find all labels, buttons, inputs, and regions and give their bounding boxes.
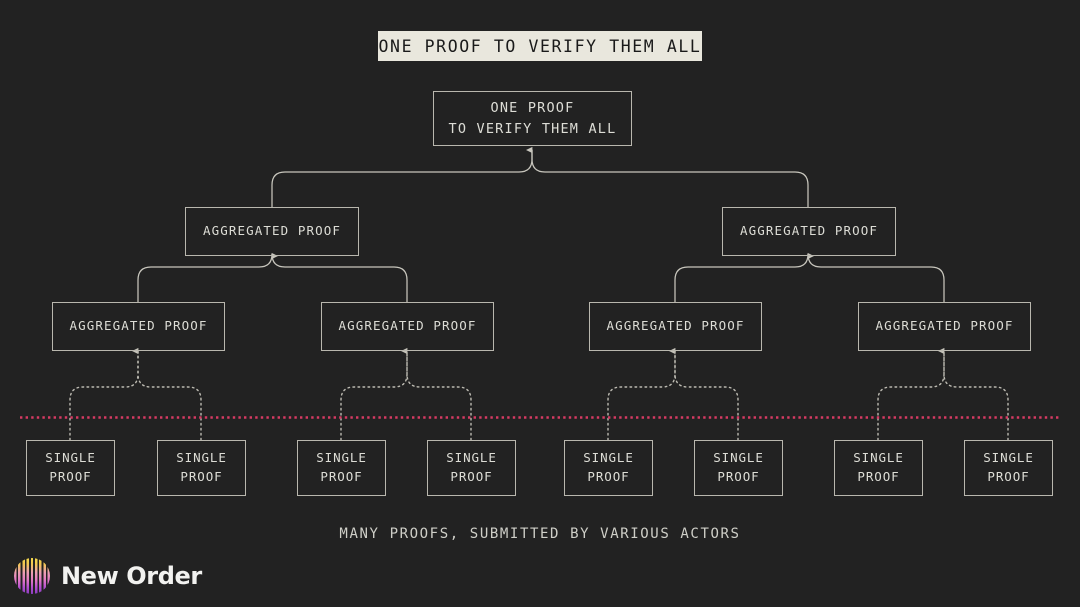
node-aggregated-proof-l2-1[interactable]: AGGREGATED PROOF [185, 207, 359, 256]
node-single-proof-3[interactable]: SINGLE PROOF [297, 440, 386, 496]
node-single-proof-5[interactable]: SINGLE PROOF [564, 440, 653, 496]
node-aggregated-proof-l2-2[interactable]: AGGREGATED PROOF [722, 207, 896, 256]
connector-leaves-to-level3 [69, 347, 1009, 441]
node-line1: SINGLE [45, 450, 96, 466]
new-order-logo-icon [14, 558, 50, 594]
node-aggregated-proof-l3-1[interactable]: AGGREGATED PROOF [52, 302, 225, 351]
node-single-proof-1[interactable]: SINGLE PROOF [26, 440, 115, 496]
node-line1: SINGLE [853, 450, 904, 466]
node-line2: PROOF [320, 469, 363, 484]
node-line1: SINGLE [176, 450, 227, 466]
node-single-proof-2[interactable]: SINGLE PROOF [157, 440, 246, 496]
connector-root-to-level2 [271, 146, 809, 208]
node-line2: PROOF [857, 469, 900, 484]
node-aggregated-proof-l3-4[interactable]: AGGREGATED PROOF [858, 302, 1031, 351]
logo-stripes [14, 558, 50, 594]
node-root-line1: ONE PROOF [490, 100, 575, 117]
node-line2: PROOF [180, 469, 223, 484]
node-aggregated-proof-l3-2[interactable]: AGGREGATED PROOF [321, 302, 494, 351]
connector-level2-right-to-level3 [674, 252, 945, 303]
brand-logo: New Order [14, 558, 202, 594]
node-line1: SINGLE [713, 450, 764, 466]
node-line1: SINGLE [446, 450, 497, 466]
node-line1: SINGLE [983, 450, 1034, 466]
node-label: AGGREGATED PROOF [875, 318, 1014, 334]
node-label: AGGREGATED PROOF [606, 318, 745, 334]
node-line2: PROOF [987, 469, 1030, 484]
node-single-proof-8[interactable]: SINGLE PROOF [964, 440, 1053, 496]
connector-level2-left-to-level3 [137, 252, 408, 303]
diagram-caption: MANY PROOFS, SUBMITTED BY VARIOUS ACTORS [339, 526, 741, 542]
node-label: AGGREGATED PROOF [69, 318, 208, 334]
node-root-line2: TO VERIFY THEM ALL [448, 120, 617, 137]
node-line1: SINGLE [583, 450, 634, 466]
node-line2: PROOF [450, 469, 493, 484]
node-line2: PROOF [49, 469, 92, 484]
node-label: AGGREGATED PROOF [739, 223, 878, 239]
page-title: ONE PROOF TO VERIFY THEM ALL [378, 31, 702, 61]
node-line2: PROOF [587, 469, 630, 484]
node-root-proof[interactable]: ONE PROOF TO VERIFY THEM ALL [433, 91, 632, 146]
node-aggregated-proof-l3-3[interactable]: AGGREGATED PROOF [589, 302, 762, 351]
node-single-proof-6[interactable]: SINGLE PROOF [694, 440, 783, 496]
node-line1: SINGLE [316, 450, 367, 466]
node-single-proof-7[interactable]: SINGLE PROOF [834, 440, 923, 496]
node-single-proof-4[interactable]: SINGLE PROOF [427, 440, 516, 496]
node-label: AGGREGATED PROOF [338, 318, 477, 334]
node-line2: PROOF [717, 469, 760, 484]
brand-name: New Order [61, 562, 202, 590]
node-label: AGGREGATED PROOF [202, 223, 341, 239]
